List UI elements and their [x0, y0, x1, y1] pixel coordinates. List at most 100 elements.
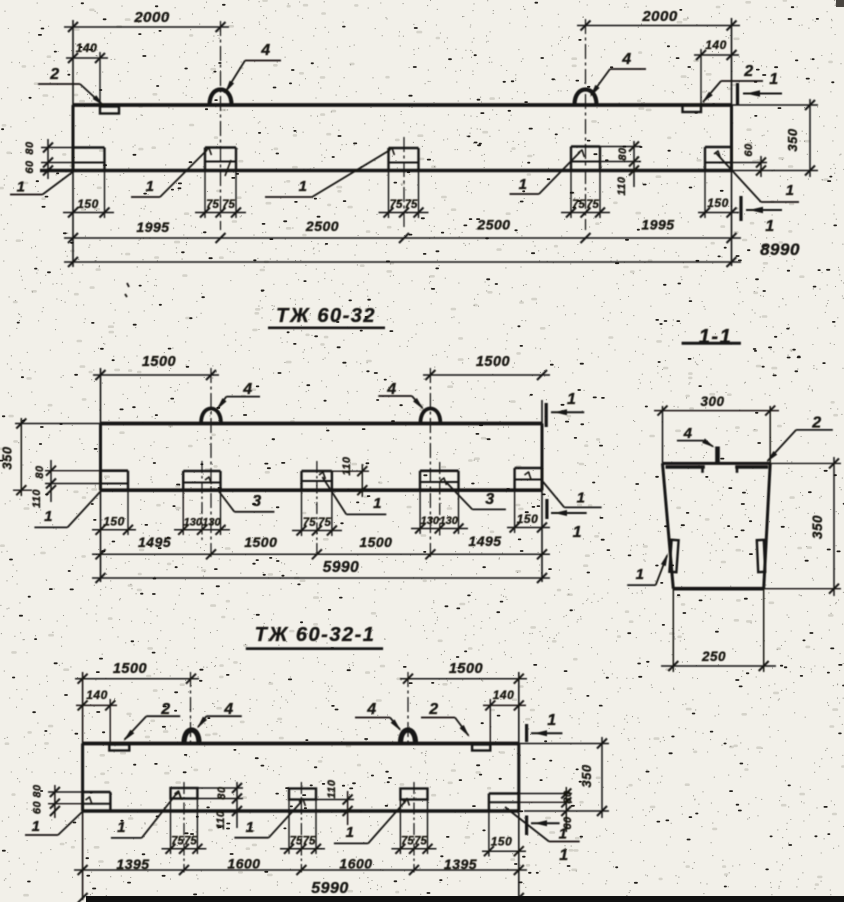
svg-text:2: 2 [49, 66, 59, 83]
svg-text:2000: 2000 [133, 9, 170, 26]
svg-text:1: 1 [559, 826, 568, 843]
svg-text:4: 4 [683, 425, 693, 442]
svg-text:1500: 1500 [244, 534, 277, 550]
svg-text:140: 140 [705, 38, 727, 52]
svg-text:4: 4 [366, 701, 376, 718]
svg-text:ТЖ 60-32-1: ТЖ 60-32-1 [255, 624, 376, 646]
svg-text:1: 1 [44, 508, 53, 525]
svg-text:1: 1 [786, 182, 795, 199]
svg-text:1: 1 [519, 176, 528, 193]
svg-text:1: 1 [573, 524, 582, 541]
svg-text:4: 4 [260, 42, 270, 59]
svg-text:3: 3 [252, 493, 261, 510]
svg-text:150: 150 [103, 515, 125, 529]
svg-text:1995: 1995 [136, 219, 169, 235]
svg-text:2: 2 [428, 701, 438, 718]
svg-text:1: 1 [146, 178, 155, 195]
svg-text:1500: 1500 [113, 661, 147, 677]
svg-text:1995: 1995 [641, 217, 674, 233]
svg-text:60: 60 [32, 801, 44, 815]
svg-text:75: 75 [572, 199, 585, 211]
svg-text:1500: 1500 [476, 354, 510, 370]
svg-text:110: 110 [616, 176, 628, 195]
svg-text:1: 1 [17, 179, 26, 196]
svg-text:130: 130 [440, 515, 459, 527]
svg-text:140: 140 [493, 688, 515, 702]
svg-text:80: 80 [24, 141, 36, 155]
svg-text:75: 75 [586, 199, 599, 211]
svg-text:5990: 5990 [323, 559, 359, 576]
svg-text:1395: 1395 [444, 856, 477, 872]
svg-text:80: 80 [216, 786, 228, 800]
svg-text:2000: 2000 [641, 8, 678, 25]
svg-text:1500: 1500 [359, 534, 392, 550]
svg-text:ТЖ 60-32: ТЖ 60-32 [276, 305, 376, 327]
svg-text:4: 4 [386, 381, 396, 398]
svg-text:3: 3 [485, 491, 494, 508]
svg-text:80: 80 [617, 147, 629, 161]
svg-text:80: 80 [34, 465, 46, 479]
svg-text:75: 75 [401, 836, 414, 848]
svg-text:2: 2 [743, 63, 753, 80]
svg-text:1: 1 [117, 819, 126, 836]
svg-text:150: 150 [77, 197, 99, 211]
svg-text:75: 75 [414, 836, 427, 848]
svg-text:80: 80 [562, 790, 574, 804]
svg-text:110: 110 [341, 456, 353, 475]
svg-text:1: 1 [567, 391, 576, 408]
svg-text:130: 130 [421, 515, 440, 527]
svg-text:1600: 1600 [339, 856, 372, 872]
svg-text:75: 75 [222, 199, 235, 211]
svg-text:1: 1 [765, 218, 774, 235]
svg-text:1495: 1495 [138, 534, 171, 550]
svg-text:1: 1 [299, 178, 308, 195]
svg-text:75: 75 [290, 836, 303, 848]
svg-text:75: 75 [206, 199, 219, 211]
svg-text:1: 1 [373, 495, 382, 512]
svg-text:75: 75 [171, 836, 184, 848]
svg-text:300: 300 [700, 394, 724, 409]
svg-text:75: 75 [184, 836, 197, 848]
svg-text:60: 60 [24, 160, 36, 174]
svg-text:130: 130 [202, 517, 221, 529]
svg-text:140: 140 [86, 688, 108, 702]
svg-text:1: 1 [559, 847, 568, 864]
svg-text:2500: 2500 [305, 218, 339, 234]
svg-text:2500: 2500 [476, 217, 510, 233]
svg-text:350: 350 [785, 128, 800, 151]
svg-text:75: 75 [405, 199, 418, 211]
svg-text:1: 1 [246, 819, 255, 836]
svg-text:1500: 1500 [449, 661, 483, 677]
svg-text:60: 60 [743, 143, 755, 157]
svg-text:1495: 1495 [468, 533, 501, 549]
svg-text:110: 110 [326, 779, 338, 798]
svg-text:350: 350 [579, 764, 594, 787]
svg-text:5990: 5990 [311, 880, 349, 897]
svg-text:350: 350 [0, 446, 15, 469]
svg-text:1: 1 [547, 712, 556, 729]
svg-text:140: 140 [76, 41, 98, 55]
svg-text:4: 4 [223, 701, 233, 718]
svg-text:1395: 1395 [116, 856, 149, 872]
svg-text:75: 75 [318, 517, 331, 529]
svg-text:4: 4 [621, 51, 631, 68]
svg-text:130: 130 [184, 517, 203, 529]
svg-text:1: 1 [346, 824, 355, 841]
svg-text:1500: 1500 [142, 354, 176, 370]
svg-text:110: 110 [215, 810, 227, 829]
svg-text:8990: 8990 [760, 240, 800, 259]
svg-text:75: 75 [390, 199, 403, 211]
svg-text:75: 75 [303, 836, 316, 848]
svg-text:1: 1 [769, 71, 778, 88]
svg-text:150: 150 [707, 196, 729, 210]
svg-text:150: 150 [491, 835, 513, 849]
svg-text:80: 80 [32, 784, 44, 798]
svg-text:1: 1 [32, 818, 41, 835]
svg-text:75: 75 [303, 517, 316, 529]
svg-text:60: 60 [562, 816, 574, 830]
svg-text:2: 2 [160, 701, 170, 718]
svg-text:110: 110 [31, 489, 43, 508]
svg-text:1: 1 [577, 490, 586, 507]
svg-text:2: 2 [811, 415, 821, 432]
svg-text:1600: 1600 [227, 856, 260, 872]
